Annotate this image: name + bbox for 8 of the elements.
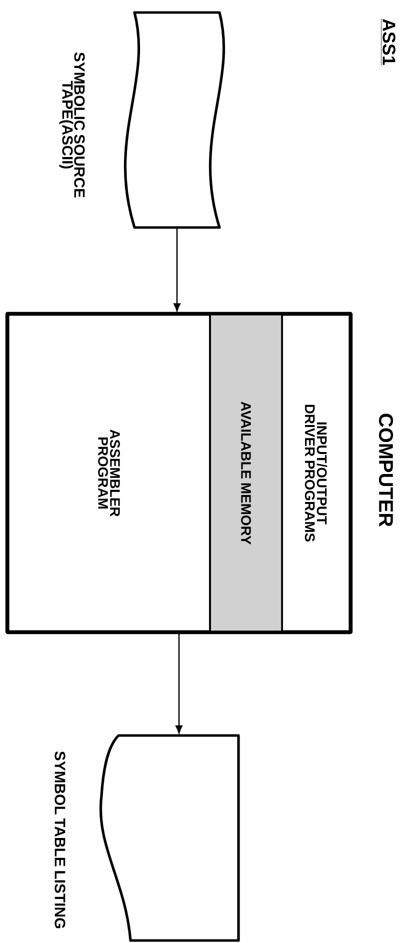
arrow — [174, 228, 180, 312]
node-label: COMPUTER — [378, 414, 394, 527]
shaded-memory-section: AVAILABLE MEMORY — [209, 314, 283, 632]
node-label: SYMBOLIC SOURCE TAPE(ASCII) — [59, 52, 85, 198]
node-label: SYMBOL TABLE LISTING — [54, 751, 66, 928]
memory-section: ASSEMBLER PROGRAM — [7, 314, 211, 632]
arrow — [176, 632, 182, 734]
title: ASS1 — [381, 18, 396, 66]
